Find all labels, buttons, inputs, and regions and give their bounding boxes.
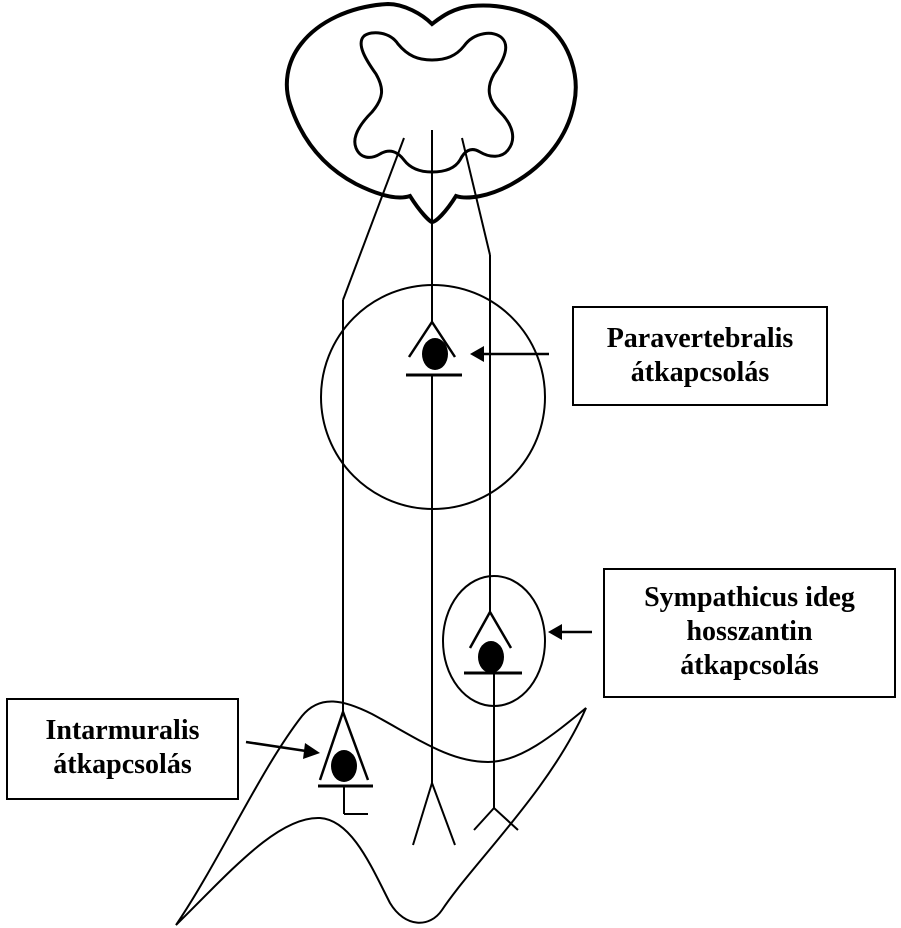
- intramuralis-label-line1: Intarmuralis: [8, 714, 237, 748]
- intramural-neuron-body: [331, 750, 357, 782]
- sympathicus-label-line3: átkapcsolás: [605, 649, 894, 683]
- paravertebral-arrowhead: [470, 346, 484, 362]
- intramural-arrowhead: [303, 743, 320, 759]
- paravertebralis-label-line1: Paravertebralis: [574, 322, 826, 356]
- middle-fiber-terminal: [413, 783, 455, 845]
- paravertebral-neuron-body: [422, 338, 448, 370]
- sympathicus-label-box: Sympathicus ideg hosszantin átkapcsolás: [603, 568, 896, 698]
- intramuralis-label-line2: átkapcsolás: [8, 748, 237, 782]
- left-fiber-upper: [343, 138, 404, 300]
- paravertebralis-label-line2: átkapcsolás: [574, 356, 826, 390]
- spinal-cord-grey-matter: [355, 33, 513, 172]
- intramuralis-label-box: Intarmuralis átkapcsolás: [6, 698, 239, 800]
- intramural-arrow-line: [246, 742, 306, 751]
- sympathicus-label-line2: hosszantin: [605, 615, 894, 649]
- sympathicus-neuron-body: [478, 641, 504, 673]
- right-fiber-terminal: [474, 808, 518, 830]
- sympathicus-label-line1: Sympathicus ideg: [605, 581, 894, 615]
- paravertebralis-label-box: Paravertebralis átkapcsolás: [572, 306, 828, 406]
- sympathicus-arrowhead: [548, 624, 562, 640]
